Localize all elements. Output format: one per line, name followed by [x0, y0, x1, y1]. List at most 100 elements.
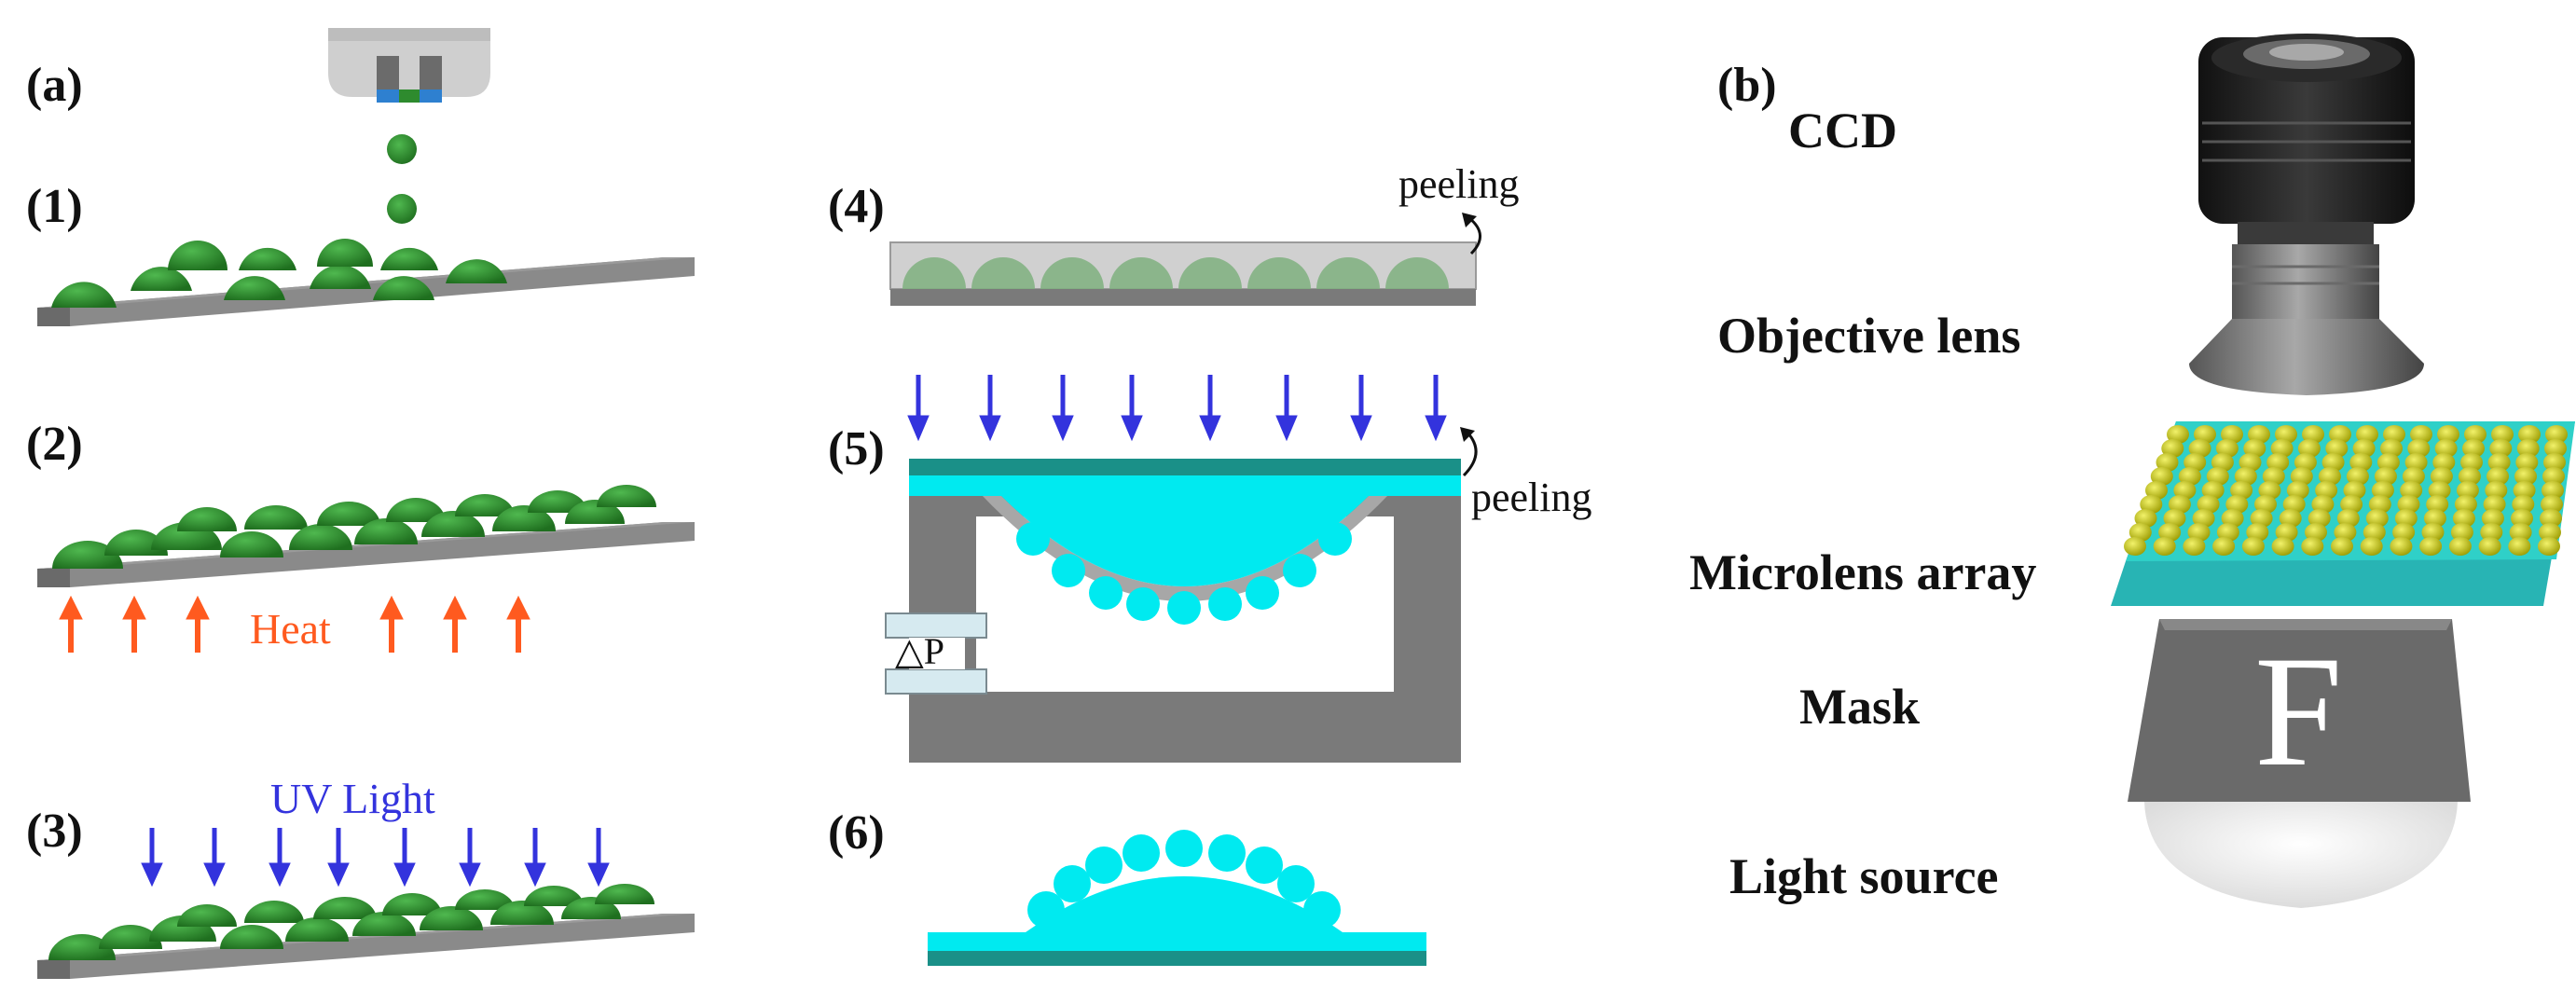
microlens	[2486, 467, 2509, 486]
microlens	[2270, 439, 2294, 458]
microlens	[2487, 453, 2511, 472]
peeling-label-step-5: peeling	[1471, 475, 1592, 520]
ccd-camera	[2198, 34, 2415, 224]
microlens	[2168, 495, 2191, 514]
microlens	[2134, 509, 2157, 528]
microlens	[2397, 495, 2420, 514]
heat-arrow	[506, 595, 530, 653]
microlens	[2450, 523, 2473, 542]
uv-arrow	[1275, 375, 1298, 442]
light-source	[2144, 802, 2458, 908]
microlens	[2394, 509, 2418, 528]
microlens	[2516, 439, 2540, 458]
microlens	[2540, 509, 2562, 528]
microlens	[2356, 425, 2378, 444]
heat-arrow	[59, 595, 83, 653]
microlens	[2460, 453, 2483, 472]
mask-letter: F	[2254, 624, 2343, 799]
microlens	[2271, 537, 2294, 556]
microlens	[2346, 467, 2369, 486]
microlens	[2458, 467, 2481, 486]
microlens	[2294, 453, 2317, 472]
microlens	[2349, 453, 2373, 472]
microlens	[2483, 495, 2506, 514]
microlens	[2485, 481, 2508, 500]
microlens	[2538, 537, 2560, 556]
step-5-label: (5)	[828, 422, 885, 475]
microlens	[2539, 523, 2561, 542]
microlens	[2145, 481, 2168, 500]
microlens	[2513, 481, 2536, 500]
microlens	[2481, 509, 2504, 528]
microlens	[2426, 495, 2449, 514]
peeling-curl-arrow	[1468, 216, 1481, 255]
microlens	[2239, 453, 2262, 472]
microlens	[2297, 439, 2321, 458]
peeling-curl-arrowhead	[1460, 427, 1475, 442]
microlens	[2266, 453, 2290, 472]
uv-arrow	[269, 828, 291, 888]
microlens	[2541, 495, 2563, 514]
microlens	[2402, 467, 2425, 486]
step-3-substrate	[37, 914, 695, 979]
microlens	[2286, 481, 2309, 500]
microlens	[2183, 537, 2206, 556]
microlens	[2360, 537, 2383, 556]
heat-label: Heat	[250, 605, 331, 653]
microlens	[2365, 509, 2389, 528]
microlens	[2404, 453, 2428, 472]
microlens	[2246, 523, 2269, 542]
microlens	[2230, 481, 2253, 500]
microlens	[2201, 481, 2225, 500]
microlens	[2371, 481, 2394, 500]
microlens	[2421, 523, 2445, 542]
microlens	[2437, 425, 2459, 444]
microlens	[2480, 523, 2503, 542]
objective-lens	[2189, 222, 2424, 395]
microlens	[2380, 439, 2403, 458]
microlens	[2374, 467, 2397, 486]
microlens	[2302, 425, 2324, 444]
microlens	[2183, 453, 2207, 472]
microlens	[2544, 439, 2567, 458]
heat-arrow	[443, 595, 467, 653]
microlens	[2211, 453, 2234, 472]
falling-droplets	[387, 134, 417, 224]
uv-arrow	[1121, 375, 1143, 442]
microlens	[2334, 523, 2357, 542]
microlens	[2368, 495, 2391, 514]
microlens	[2241, 537, 2265, 556]
step-3-label: (3)	[26, 805, 83, 858]
microlens	[2301, 537, 2324, 556]
microlens	[2515, 453, 2539, 472]
microlens	[2518, 425, 2541, 444]
microlens	[2343, 481, 2366, 500]
microlens	[2362, 523, 2386, 542]
microlens	[2511, 509, 2533, 528]
pressure-label: △P	[895, 630, 944, 672]
microlens-array	[2111, 421, 2575, 606]
heat-arrow	[379, 595, 404, 653]
uv-arrow	[524, 828, 546, 888]
step-6-compound-lens	[928, 830, 1426, 966]
microlens	[2454, 495, 2477, 514]
uv-arrow	[587, 828, 610, 888]
microlens	[2221, 509, 2244, 528]
microlens	[2376, 453, 2400, 472]
heat-arrows	[59, 595, 530, 653]
component-objective-label: Objective lens	[1717, 308, 2020, 364]
component-ccd-label: CCD	[1788, 103, 1897, 158]
microlens	[2225, 495, 2249, 514]
microlens	[2340, 495, 2363, 514]
microlens	[2216, 523, 2239, 542]
microlens	[2124, 537, 2146, 556]
microlens	[2140, 495, 2163, 514]
uv-arrow	[1052, 375, 1074, 442]
microlens	[2434, 439, 2458, 458]
microlens	[2290, 467, 2313, 486]
uv-arrow	[203, 828, 226, 888]
microlens	[2430, 467, 2453, 486]
microlens	[2329, 425, 2351, 444]
microlens	[2321, 453, 2345, 472]
step-6-label: (6)	[828, 806, 885, 860]
